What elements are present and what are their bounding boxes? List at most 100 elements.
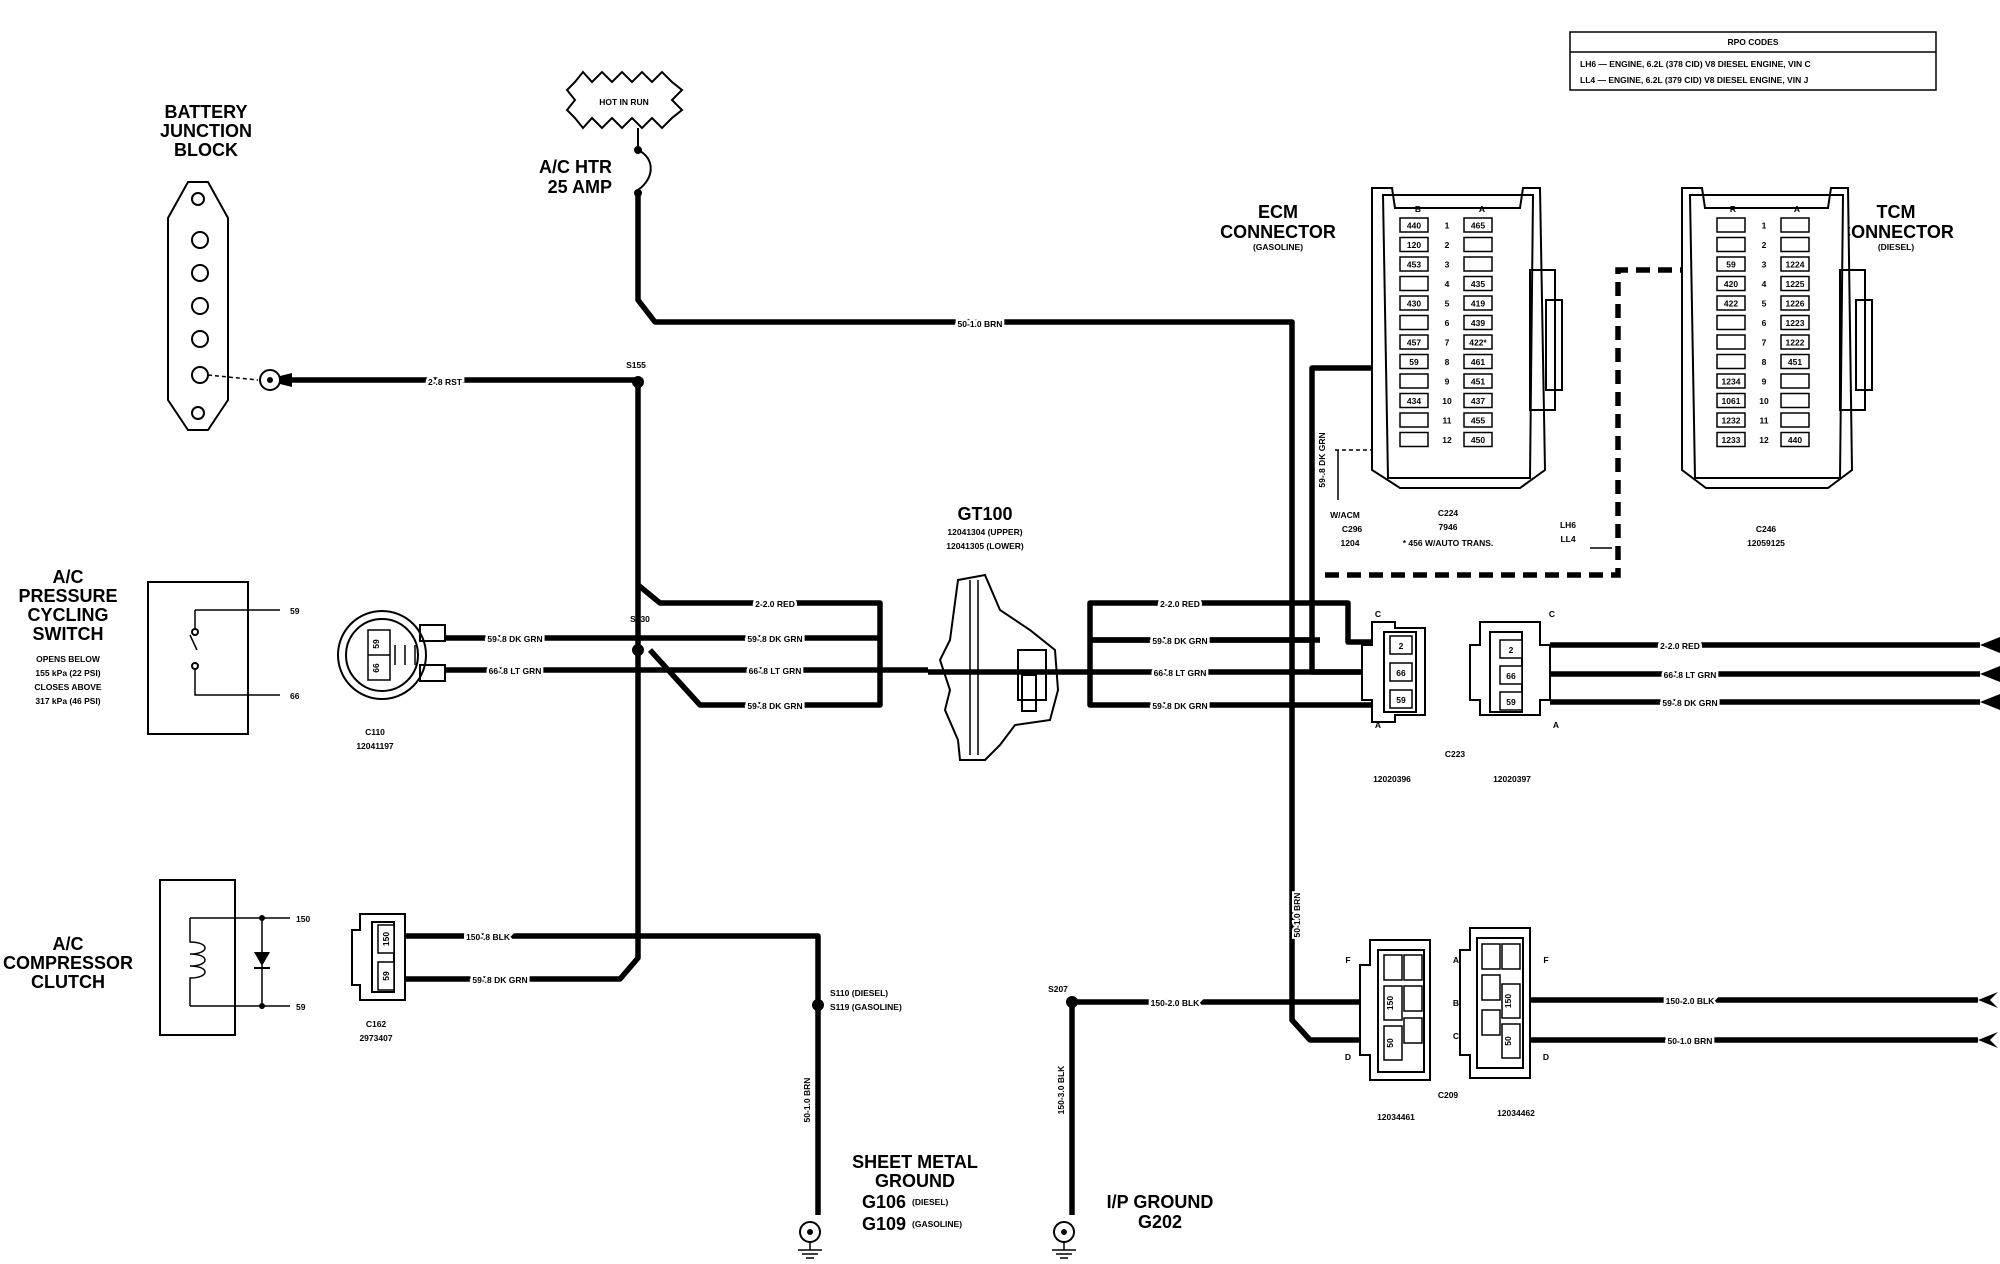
tcm-row-number: 9 xyxy=(1762,377,1767,387)
rpo-line-2: LL4 — ENGINE, 6.2L (379 CID) V8 DIESEL E… xyxy=(1580,75,1809,85)
tcm-row-number: 8 xyxy=(1762,357,1767,367)
ip-ground-label-1: I/P GROUND xyxy=(1107,1192,1214,1212)
c162-pin-150: 150 xyxy=(381,932,391,946)
tcm-cavity-b xyxy=(1716,412,1746,428)
tcm-lh6: LH6 xyxy=(1560,520,1576,530)
battery-junction-label-2: JUNCTION xyxy=(160,121,252,141)
ecm-cavity-b xyxy=(1399,353,1429,370)
tcm-row-number: 10 xyxy=(1759,396,1769,406)
tcm-cavity-b-empty xyxy=(1716,334,1746,350)
pcs-note-2: 155 kPa (22 PSI) xyxy=(35,668,100,678)
c209-pn-left: 12034461 xyxy=(1377,1112,1415,1122)
c223-pin-2-left: 2 xyxy=(1399,641,1404,651)
c223-pn-left: 12020396 xyxy=(1373,774,1411,784)
splice-s207-label: S207 xyxy=(1048,984,1068,994)
wire-ecm-dkgrn-label: 59-.8 DK GRN xyxy=(1317,432,1327,487)
tcm-cavity-a xyxy=(1780,275,1810,292)
ecm-row-number: 2 xyxy=(1445,240,1450,250)
tcm-cavity-a-label: 1226 xyxy=(1786,299,1805,309)
tcm-cavity-a xyxy=(1780,217,1810,233)
wire-tcm-dashed xyxy=(1325,267,1718,578)
ecm-row-number: 5 xyxy=(1445,299,1450,309)
c223-pin-59-left: 59 xyxy=(1396,695,1406,705)
ecm-cavity-b-label: 59 xyxy=(1409,357,1419,367)
tcm-cavity-a-label: 440 xyxy=(1788,435,1802,445)
wire-red-left-label: 2-2.0 RED xyxy=(755,599,795,609)
tcm-cavity-b xyxy=(1716,256,1746,272)
tcm-row-number: 6 xyxy=(1762,318,1767,328)
ecm-cavity-a xyxy=(1463,392,1493,409)
tcm-cavity-b xyxy=(1716,373,1746,389)
tcm-cavity-b-label: 420 xyxy=(1724,279,1738,289)
clutch-pin-top: 150 xyxy=(296,914,310,924)
gt100-lower-pn: 12041305 (LOWER) xyxy=(946,541,1024,551)
ecm-cavity-a xyxy=(1463,373,1493,389)
wire-blk-right-label: 150-2.0 BLK xyxy=(1666,996,1716,1006)
tcm-cavity-b-empty xyxy=(1716,314,1746,331)
sheet-ground-g106: G106 xyxy=(862,1192,906,1212)
ip-ground-label-2: G202 xyxy=(1138,1212,1182,1232)
tcm-col-a: A xyxy=(1794,204,1800,214)
ecm-row-number: 1 xyxy=(1445,221,1450,231)
hot-in-run-label: HOT IN RUN xyxy=(599,97,649,107)
tcm-cavity-a-label: 1224 xyxy=(1786,260,1805,270)
tcm-c246: C246 xyxy=(1756,524,1777,534)
c209-pin-150-left: 150 xyxy=(1385,996,1395,1010)
gt100-upper-pn: 12041304 (UPPER) xyxy=(947,527,1022,537)
tcm-label-1: TCM xyxy=(1877,202,1916,222)
arrow-right-icon xyxy=(1978,1032,1998,1048)
ecm-cavity-b xyxy=(1399,392,1429,409)
tcm-sub: (DIESEL) xyxy=(1878,242,1915,252)
c223-lbl-a-left: A xyxy=(1375,720,1381,730)
ecm-c224-pn: 7946 xyxy=(1439,522,1458,532)
tcm-cavity-a xyxy=(1780,353,1810,370)
c223-pn-right: 12020397 xyxy=(1493,774,1531,784)
wire-ltgrn-out-label: 66-.8 LT GRN xyxy=(1664,670,1717,680)
pcs-pin-bot: 66 xyxy=(290,691,300,701)
wire-brn-right-label: 50-1.0 BRN xyxy=(1668,1036,1713,1046)
c162-label: C162 xyxy=(366,1019,387,1029)
wire-dkgrn-4-label: 59-.8 DK GRN xyxy=(1152,701,1207,711)
c110-pn: 12041197 xyxy=(356,741,394,751)
wire-dkgrn-3-label: 59-.8 DK GRN xyxy=(1152,636,1207,646)
rpo-codes-box: RPO CODES LH6 — ENGINE, 6.2L (378 CID) V… xyxy=(1569,31,1937,91)
ecm-cavity-a-label: 451 xyxy=(1471,377,1485,387)
tcm-ll4: LL4 xyxy=(1560,534,1575,544)
battery-junction-label-1: BATTERY xyxy=(165,102,248,122)
tcm-cavity-b-empty xyxy=(1716,217,1746,233)
c223-pin-2-right: 2 xyxy=(1509,645,1514,655)
tcm-cavity-a-label: 1222 xyxy=(1786,338,1805,348)
tcm-cavity-b-label: 1061 xyxy=(1722,396,1741,406)
tcm-cavity-b-label: 1233 xyxy=(1722,435,1741,445)
coil-icon xyxy=(189,918,206,1006)
pcs-note-4: 317 kPa (46 PSI) xyxy=(35,696,100,706)
hot-in-run-badge: HOT IN RUN xyxy=(565,70,684,130)
tcm-cavity-a-label: 1223 xyxy=(1786,318,1805,328)
wire-blk-vertical-label: 150-3.0 BLK xyxy=(1056,1065,1066,1115)
tcm-cavity-a xyxy=(1780,256,1810,272)
tcm-row-number: 4 xyxy=(1762,279,1767,289)
ecm-cavity-b xyxy=(1399,256,1429,272)
ecm-cavity-a xyxy=(1463,431,1493,448)
tcm-cavity-b-label: 1232 xyxy=(1722,416,1741,426)
splice-s119-label: S119 (GASOLINE) xyxy=(830,1002,902,1012)
tcm-row-number: 3 xyxy=(1762,260,1767,270)
wire-dkgrn-out-label: 59-.8 DK GRN xyxy=(1662,698,1717,708)
tcm-cavity-b xyxy=(1716,431,1746,448)
c209-label: C209 xyxy=(1438,1090,1459,1100)
ecm-cavity-b-label: 120 xyxy=(1407,240,1421,250)
c209-lbl-f-left: F xyxy=(1345,955,1350,965)
ecm-row-number: 9 xyxy=(1445,377,1450,387)
pcs-label-3: CYCLING xyxy=(28,605,109,625)
wire-50-brn-label: 50-1.0 BRN xyxy=(958,319,1003,329)
ecm-cavity-a xyxy=(1463,353,1493,370)
c209-pin-150-right: 150 xyxy=(1503,994,1513,1008)
tcm-cavity-a xyxy=(1780,392,1810,409)
ecm-cavity-a-label: 435 xyxy=(1471,279,1485,289)
wire-sw66-label: 66-.8 LT GRN xyxy=(489,666,542,676)
sheet-ground-label-2: GROUND xyxy=(875,1171,955,1191)
c209-lbl-a: A xyxy=(1453,955,1459,965)
ecm-cavity-b-label: 430 xyxy=(1407,299,1421,309)
ecm-cavity-a xyxy=(1463,217,1493,233)
c209-lbl-d-right: D xyxy=(1543,1052,1549,1062)
